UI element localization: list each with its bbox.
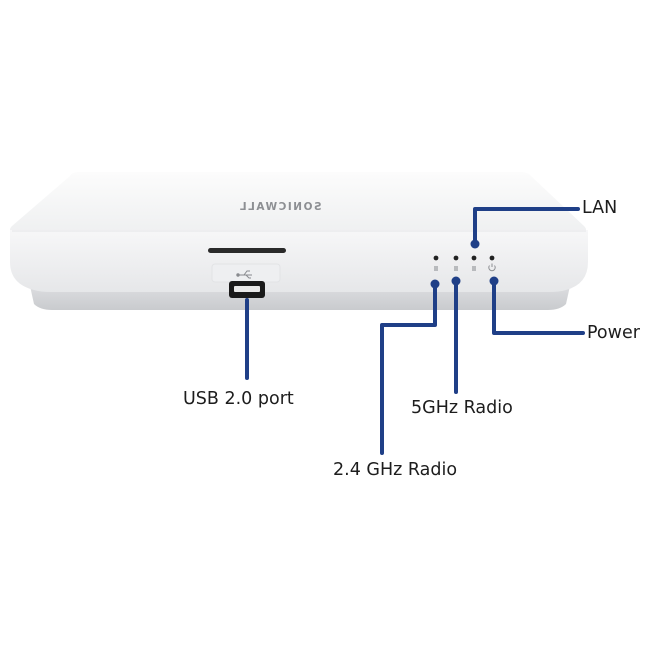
led-power: [489, 255, 495, 261]
label-24ghz-radio: 2.4 GHz Radio: [333, 460, 458, 480]
callout-dot-5ghz: [451, 276, 461, 286]
label-power: Power: [587, 323, 640, 343]
svg-text:SONICWALL: SONICWALL: [238, 201, 321, 213]
callout-line-24ghz: [380, 282, 437, 455]
led-lan: [471, 255, 477, 261]
led-5ghz: [453, 255, 459, 261]
power-icon: [488, 263, 496, 272]
access-point-device: SONICWALL: [10, 172, 588, 310]
device-top-surface: [10, 172, 586, 232]
device-front-face: [10, 230, 588, 292]
callout-dot-24ghz: [430, 279, 440, 289]
usb-icon: [236, 270, 252, 279]
callout-line-lan: [473, 207, 580, 246]
callout-lines: [245, 207, 585, 455]
sonicwall-logo: SONICWALL: [238, 201, 321, 213]
label-5ghz-radio: 5GHz Radio: [411, 398, 513, 418]
led-24ghz: [433, 255, 439, 261]
label-lan: LAN: [582, 198, 618, 218]
label-usb-port: USB 2.0 port: [183, 389, 294, 409]
callout-dot-power: [489, 276, 499, 286]
device-slot: [208, 248, 286, 253]
callout-dot-lan: [470, 239, 480, 249]
callout-line-power: [492, 279, 585, 335]
